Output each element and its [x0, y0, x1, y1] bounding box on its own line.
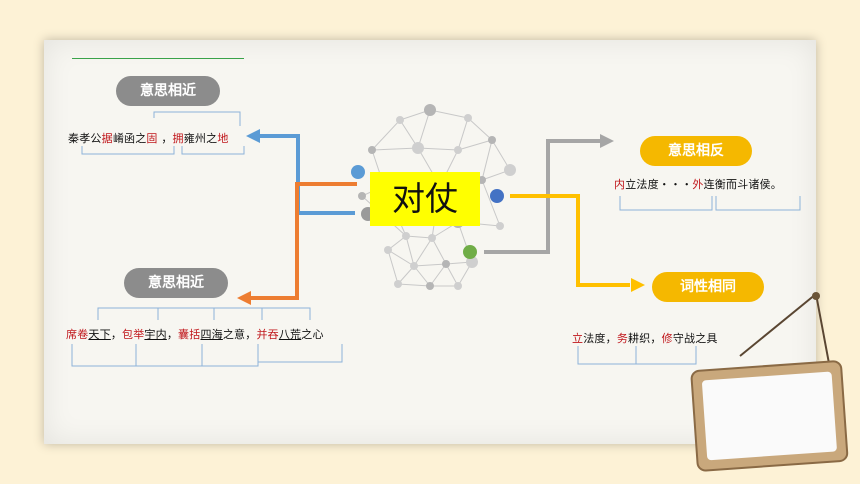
- network-edge: [445, 263, 459, 287]
- network-node: [454, 146, 462, 154]
- bracket-lines-bottom-right: [577, 346, 697, 365]
- arrow-blue: [246, 129, 355, 215]
- network-edge: [413, 263, 447, 267]
- network-node: [412, 142, 424, 154]
- network-node: [466, 256, 478, 268]
- network-edge: [457, 117, 469, 151]
- network-node: [496, 222, 504, 230]
- dot-green-right: [463, 245, 477, 259]
- hanging-sign-graphic: [690, 292, 849, 472]
- network-node: [396, 116, 404, 124]
- bracket-lines-top-left: [81, 111, 245, 155]
- network-node: [478, 176, 486, 184]
- badge-bottom-right: 词性相同: [652, 272, 764, 302]
- sentence-segment: 席卷: [66, 328, 89, 341]
- network-edge: [417, 147, 459, 151]
- network-edge: [413, 265, 431, 287]
- network-node: [358, 192, 366, 200]
- sentence-bottom-right: 立法度，务耕织，修守战之具: [572, 330, 718, 346]
- sentence-segment: 包举: [122, 328, 145, 341]
- network-node: [402, 232, 410, 240]
- bracket-lines-top-right: [619, 196, 801, 211]
- network-node: [504, 164, 516, 176]
- arrow-orange: [237, 182, 357, 305]
- network-edge: [417, 109, 431, 149]
- sentence-segment: 内: [614, 178, 626, 191]
- sentence-segment: ，: [157, 132, 173, 145]
- sentence-segment: 崤函之: [112, 132, 147, 145]
- sentence-segment: 拥: [172, 132, 184, 145]
- sentence-segment: 之心: [301, 328, 324, 341]
- network-node: [442, 260, 450, 268]
- sentence-segment: 耕织，: [628, 332, 662, 345]
- sentence-segment: 之意，: [222, 328, 257, 341]
- badge-bottom-left: 意思相近: [124, 268, 228, 298]
- sentence-top-left: 秦孝公据崤函之固 ，拥雍州之地: [68, 130, 229, 146]
- badge-top-left: 意思相近: [116, 76, 220, 106]
- network-edge: [371, 119, 401, 151]
- network-node: [428, 234, 436, 242]
- sentence-segment: 八荒: [278, 328, 302, 341]
- sentence-segment: ，: [166, 328, 179, 341]
- network-edge: [429, 263, 447, 287]
- network-edge: [371, 147, 419, 151]
- network-node: [410, 262, 418, 270]
- sentence-segment: 四海: [200, 328, 223, 341]
- network-edge: [481, 179, 501, 227]
- sentence-segment: 据: [101, 132, 113, 145]
- dot-blue-right: [490, 189, 504, 203]
- network-edge: [429, 109, 469, 119]
- network-edge: [405, 235, 415, 267]
- sentence-segment: 法度，: [583, 332, 617, 345]
- sentence-segment: 修: [661, 332, 673, 345]
- sentence-segment: 秦孝公: [68, 132, 102, 145]
- sentence-segment: 囊括: [178, 328, 201, 341]
- network-node: [384, 246, 392, 254]
- center-label: 对仗: [370, 172, 480, 226]
- dot-blue-left: [351, 165, 365, 179]
- arrow-yellow: [510, 194, 645, 292]
- arrow-gray: [484, 134, 614, 254]
- network-edge: [431, 237, 447, 265]
- sentence-segment: 天下: [88, 328, 111, 341]
- sentence-segment: 守战之具: [672, 332, 718, 345]
- network-edge: [467, 117, 493, 141]
- sentence-top-right: 内立法度・・・外连衡而斗诸侯。: [614, 176, 782, 192]
- network-node: [488, 136, 496, 144]
- network-node: [424, 104, 436, 116]
- sentence-segment: 务: [616, 332, 629, 345]
- sentence-segment: 雍州之: [183, 132, 218, 145]
- sentence-segment: 外: [692, 178, 704, 191]
- sentence-segment: 立法度・・・: [625, 178, 693, 191]
- sentence-bottom-left: 席卷天下，包举宇内，囊括四海之意，并吞八荒之心: [66, 326, 324, 342]
- bracket-lines-bottom-left: [71, 307, 343, 367]
- network-node: [454, 282, 462, 290]
- sentence-segment: 固: [146, 132, 158, 145]
- sentence-segment: 立: [572, 332, 584, 345]
- decor-line: [72, 58, 244, 59]
- sentence-segment: 地: [217, 132, 229, 145]
- network-node: [368, 146, 376, 154]
- network-edge: [481, 139, 493, 181]
- network-node: [394, 280, 402, 288]
- network-edge: [387, 249, 399, 285]
- sentence-segment: ，: [110, 328, 123, 341]
- sentence-segment: 宇内: [144, 328, 167, 341]
- network-edge: [397, 283, 431, 287]
- network-edge: [413, 237, 433, 267]
- network-node: [426, 282, 434, 290]
- network-edge: [387, 249, 415, 267]
- sentence-segment: 并吞: [256, 328, 279, 341]
- network-edge: [397, 265, 415, 285]
- network-node: [464, 114, 472, 122]
- sentence-segment: 连衡而斗诸侯。: [703, 178, 783, 191]
- badge-top-right: 意思相反: [640, 136, 752, 166]
- network-edge: [457, 139, 493, 151]
- network-edge: [405, 235, 433, 239]
